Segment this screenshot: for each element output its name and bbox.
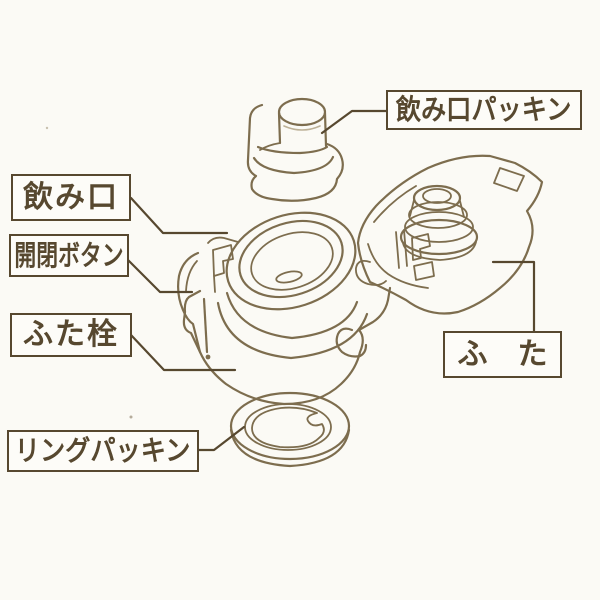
label-spout-gasket-text: 飲み口パッキン <box>396 94 572 125</box>
label-spout: 飲み口 <box>11 174 131 221</box>
leader-open-close-button <box>126 258 194 294</box>
label-lid-stopper-text: ふた栓 <box>23 318 119 351</box>
lid-stopper-part <box>177 211 435 406</box>
label-spout-gasket: 飲み口パッキン <box>386 90 582 130</box>
label-lid-text: ふ た <box>457 337 548 371</box>
leader-ring-gasket <box>196 425 246 452</box>
label-open-close-button: 開閉ボタン <box>9 234 129 277</box>
label-ring-gasket: リングパッキン <box>7 430 199 472</box>
spout-gasket-part <box>246 97 344 202</box>
ring-gasket-part <box>229 391 351 468</box>
open-close-button-part <box>177 236 239 354</box>
lid-part <box>356 154 544 315</box>
speck <box>129 415 133 419</box>
leader-lid <box>491 260 536 333</box>
label-ring-gasket-text: リングパッキン <box>15 435 191 466</box>
label-open-close-button-text: 開閉ボタン <box>14 239 124 271</box>
leader-spout-gasket <box>320 109 388 135</box>
label-lid-stopper: ふた栓 <box>10 313 132 357</box>
label-spout-text: 飲み口 <box>23 180 119 214</box>
label-lid: ふ た <box>443 331 562 378</box>
leader-lid-stopper <box>129 333 237 372</box>
speck <box>45 126 49 130</box>
leader-spout <box>129 196 229 235</box>
